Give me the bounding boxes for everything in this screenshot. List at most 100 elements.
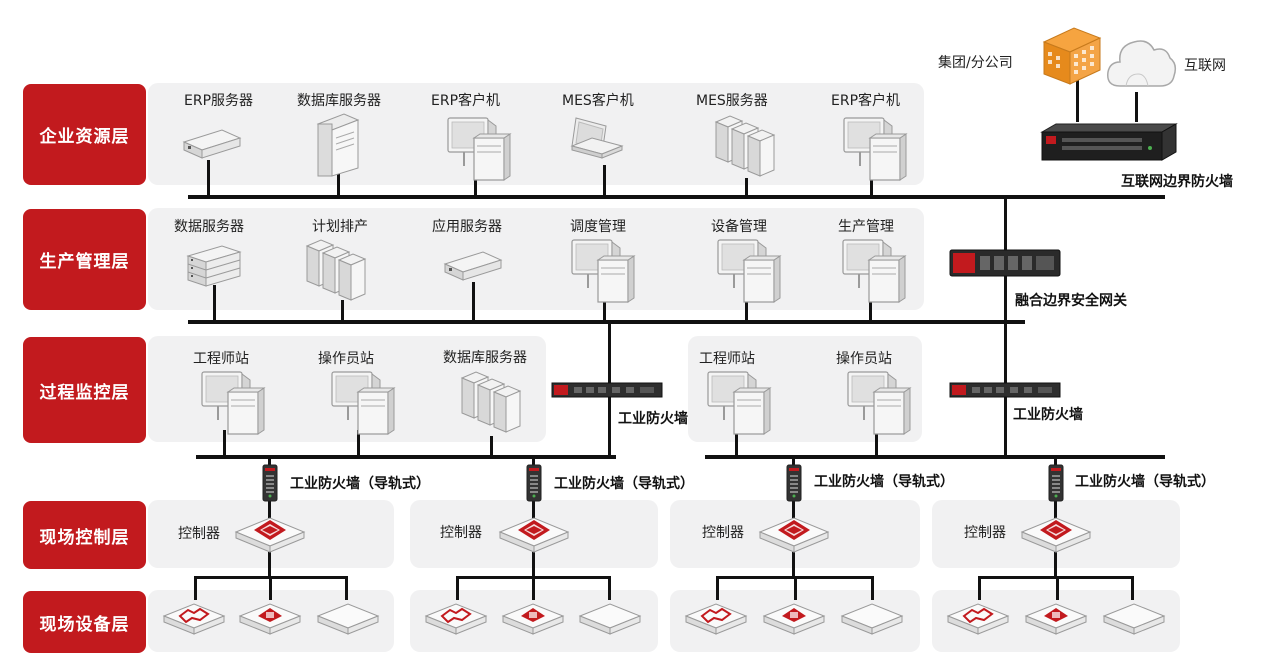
drop-line <box>792 457 795 469</box>
drop-line <box>194 576 197 600</box>
security-gateway-icon <box>949 248 1062 278</box>
drop-line <box>792 552 795 578</box>
rack-server-icon <box>182 128 244 162</box>
drop-line <box>875 430 878 457</box>
internet-label: 互联网 <box>1184 58 1226 74</box>
drop-line <box>223 430 226 457</box>
drop-line <box>490 436 493 457</box>
enterprise-panel <box>148 83 924 185</box>
field-device-icon <box>685 598 748 636</box>
controller-icon <box>1021 512 1091 554</box>
rail-firewall-icon <box>261 464 279 503</box>
device-label: 工程师站 <box>193 351 249 367</box>
device-label: 生产管理 <box>838 219 894 235</box>
desktop-pc-icon <box>716 238 782 304</box>
field-device-icon <box>841 598 904 636</box>
drop-line <box>794 576 797 600</box>
drop-line <box>269 576 272 600</box>
drop-line <box>341 300 344 322</box>
layer-label-field: 现场设备层 <box>23 591 146 653</box>
field-device-icon <box>163 598 226 636</box>
drop-line <box>456 576 459 600</box>
link-internet-to-firewall <box>1135 92 1138 122</box>
drop-line <box>735 430 738 457</box>
device-label: 操作员站 <box>836 351 892 367</box>
desktop-pc-icon <box>200 370 266 436</box>
controller-label: 控制器 <box>702 525 744 541</box>
layer-label-production: 生产管理层 <box>23 209 146 310</box>
layer-label-monitoring: 过程监控层 <box>23 337 146 443</box>
drop-line <box>1054 457 1057 469</box>
drop-line <box>532 552 535 578</box>
border-firewall-label: 互联网边界防火墙 <box>1121 174 1233 190</box>
device-label: MES服务器 <box>696 93 768 109</box>
desktop-pc-icon <box>846 370 912 436</box>
field-device-icon <box>763 598 826 636</box>
drop-line <box>357 430 360 457</box>
field-device-icon <box>425 598 488 636</box>
field-device-icon <box>579 598 642 636</box>
industrial-firewall-label: 工业防火墙 <box>1013 407 1083 423</box>
link-group-to-firewall <box>1076 80 1079 122</box>
drop-line <box>345 576 348 600</box>
rail-firewall-icon <box>525 464 543 503</box>
industrial-firewall-label: 工业防火墙 <box>618 411 688 427</box>
rail-firewall-label: 工业防火墙（导轨式） <box>1075 474 1215 490</box>
drop-line <box>268 552 271 578</box>
rail-firewall-icon <box>785 464 803 503</box>
drop-line <box>207 160 210 197</box>
drop-line <box>608 576 611 600</box>
drop-line <box>869 300 872 322</box>
drop-line <box>745 300 748 322</box>
monitoring-bus-right <box>705 455 1165 459</box>
production-panel <box>148 208 924 310</box>
device-label: 数据库服务器 <box>443 350 527 366</box>
desktop-pc-icon <box>842 116 908 182</box>
server-cluster-icon <box>714 112 778 182</box>
drop-line <box>474 178 477 197</box>
device-label: 计划排产 <box>312 219 368 235</box>
device-label: MES客户机 <box>562 93 634 109</box>
laptop-icon <box>566 116 626 162</box>
rack-server-icon <box>443 250 505 284</box>
controller-icon <box>499 512 569 554</box>
field-device-icon <box>317 598 380 636</box>
drop-line <box>871 576 874 600</box>
drop-line <box>603 300 606 322</box>
drop-line <box>745 178 748 197</box>
controller-icon <box>235 512 305 554</box>
drop-line <box>268 500 271 518</box>
drop-line <box>532 500 535 518</box>
desktop-pc-icon <box>841 238 907 304</box>
field-device-icon <box>1025 598 1088 636</box>
device-label: ERP客户机 <box>831 93 901 109</box>
field-device-icon <box>502 598 565 636</box>
drop-line <box>792 500 795 518</box>
drop-line <box>716 576 719 600</box>
controller-icon <box>759 512 829 554</box>
drop-line <box>532 576 535 600</box>
device-label: 工程师站 <box>699 351 755 367</box>
rail-firewall-label: 工业防火墙（导轨式） <box>814 474 954 490</box>
desktop-pc-icon <box>446 116 512 182</box>
drop-line <box>268 457 271 469</box>
device-label: 应用服务器 <box>432 219 502 235</box>
border-firewall-icon <box>1040 122 1178 162</box>
field-device-icon <box>239 598 302 636</box>
device-label: 设备管理 <box>711 219 767 235</box>
drop-line <box>213 285 216 322</box>
desktop-pc-icon <box>570 238 636 304</box>
drop-line <box>978 576 981 600</box>
layer-label-enterprise: 企业资源层 <box>23 84 146 185</box>
layer-label-control: 现场控制层 <box>23 501 146 569</box>
industrial-firewall-icon <box>949 381 1062 399</box>
rail-firewall-label: 工业防火墙（导轨式） <box>290 476 430 492</box>
security-gateway-label: 融合边界安全网关 <box>1015 293 1127 309</box>
desktop-pc-icon <box>330 370 396 436</box>
drop-line <box>1054 552 1057 578</box>
drop-line <box>1131 576 1134 600</box>
controller-label: 控制器 <box>178 526 220 542</box>
building-icon <box>1040 24 1104 88</box>
group-label: 集团/分公司 <box>938 55 1013 71</box>
device-label: 操作员站 <box>318 351 374 367</box>
